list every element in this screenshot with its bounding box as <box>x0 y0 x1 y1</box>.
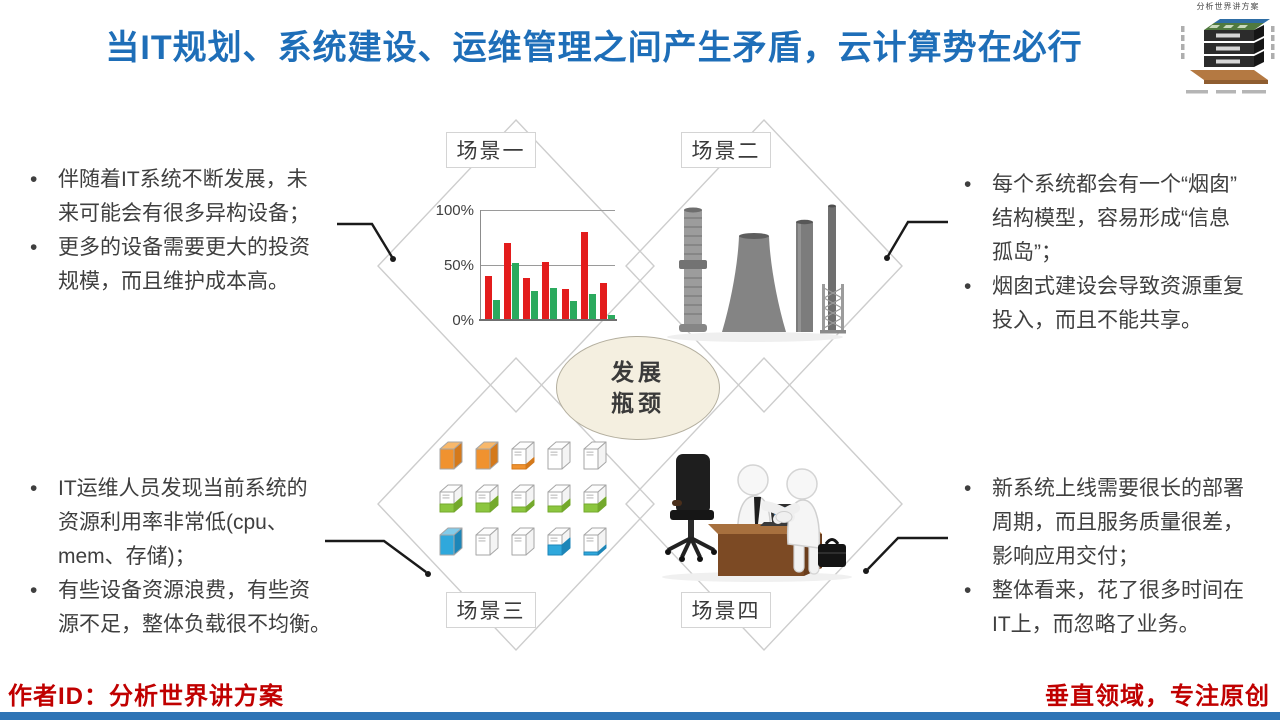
bar-group <box>580 232 596 320</box>
bar-red <box>561 289 569 320</box>
layered-cube-icon <box>1181 19 1275 94</box>
utilization-bar-chart: 100% 50% 0% <box>428 202 620 334</box>
bullet-dot: • <box>964 579 972 602</box>
bullet-item: • 有些设备资源浪费，有些资 源不足，整体负载很不均衡。 <box>22 574 362 642</box>
lattice-stack-icon <box>820 204 846 334</box>
chimneys-illustration <box>667 204 846 342</box>
server-icon <box>439 441 463 470</box>
bar-green <box>550 288 558 320</box>
brand-logo: 分析世界讲方案 <box>1178 2 1278 98</box>
server-icon <box>511 484 535 513</box>
server-grid <box>436 438 610 567</box>
bullet-item: • 整体看来，花了很多时间在 IT上，而忽略了业务。 <box>956 574 1278 642</box>
scene4-label: 场景四 <box>681 592 771 628</box>
server-row <box>436 481 610 515</box>
bar-red <box>523 278 531 320</box>
banded-chimney-icon <box>679 207 707 332</box>
chart-plot-area <box>479 210 617 321</box>
chart-baseline <box>479 319 617 321</box>
server-icon <box>475 527 499 556</box>
server-icon <box>439 484 463 513</box>
scene2-label: 场景二 <box>681 132 771 168</box>
bullet-dot: • <box>30 168 38 191</box>
bullet-text: 新系统上线需要很长的部署 周期，而且服务质量很差， 影响应用交付； <box>992 477 1244 568</box>
server-icon <box>439 527 463 556</box>
bar-group <box>485 276 500 320</box>
cylinder-chimney-icon <box>796 219 813 332</box>
bullet-dot: • <box>964 275 972 298</box>
bar-group <box>523 278 539 320</box>
bottom-accent-bar <box>0 712 1280 720</box>
bar-green <box>493 300 500 320</box>
scene3-label: 场景三 <box>446 592 536 628</box>
bar-red <box>504 243 512 320</box>
notes-top-left: • 伴随着IT系统不断发展，未 来可能会有很多异构设备； • 更多的设备需要更大的投资… <box>22 163 358 299</box>
notes-bottom-left: • IT运维人员发现当前系统的 资源利用率非常低(cpu、 mem、存储)； • 有些… <box>22 472 362 642</box>
author-id: 作者ID：分析世界讲方案 <box>8 683 284 710</box>
bullet-item: • 伴随着IT系统不断发展，未 来可能会有很多异构设备； <box>22 163 358 231</box>
server-icon <box>583 484 607 513</box>
ytick-50: 50% <box>443 257 474 274</box>
notes-bottom-right: • 新系统上线需要很长的部署 周期，而且服务质量很差， 影响应用交付； • 整体看来，… <box>956 472 1278 642</box>
bullet-text: 有些设备资源浪费，有些资 源不足，整体负载很不均衡。 <box>58 579 331 636</box>
bullet-text: 整体看来，花了很多时间在 IT上，而忽略了业务。 <box>992 579 1244 636</box>
server-icon <box>511 527 535 556</box>
bullet-item: • 更多的设备需要更大的投资 规模，而且维护成本高。 <box>22 231 358 299</box>
scene1-label: 场景一 <box>446 132 536 168</box>
server-icon <box>583 527 607 556</box>
bullet-text: 更多的设备需要更大的投资 规模，而且维护成本高。 <box>58 236 310 293</box>
bar-group <box>561 289 577 320</box>
bar-group <box>542 261 558 320</box>
server-icon <box>475 441 499 470</box>
bar-green <box>512 262 520 320</box>
slogan: 垂直领域，专注原创 <box>1045 683 1270 710</box>
office-chair-icon <box>665 454 717 562</box>
bullet-item: • 新系统上线需要很长的部署 周期，而且服务质量很差， 影响应用交付； <box>956 472 1278 574</box>
server-icon <box>475 484 499 513</box>
bullet-text: IT运维人员发现当前系统的 资源利用率非常低(cpu、 mem、存储)； <box>58 477 308 568</box>
server-icon <box>547 441 571 470</box>
bar-series <box>483 210 617 320</box>
server-icon <box>511 441 535 470</box>
server-row <box>436 438 610 472</box>
server-icon <box>547 527 571 556</box>
meeting-illustration <box>662 454 852 582</box>
bullet-item: • 烟囱式建设会导致资源重复 投入，而且不能共享。 <box>956 270 1278 338</box>
bullet-item: • IT运维人员发现当前系统的 资源利用率非常低(cpu、 mem、存储)； <box>22 472 362 574</box>
bullet-text: 每个系统都会有一个“烟囱” 结构模型，容易形成“信息 孤岛”； <box>992 173 1237 264</box>
ytick-100: 100% <box>435 202 474 219</box>
bar-red <box>485 276 492 320</box>
bar-green <box>531 291 539 320</box>
server-icon <box>583 441 607 470</box>
bar-green <box>588 293 596 320</box>
server-row <box>436 524 610 558</box>
bar-red <box>580 232 588 320</box>
server-icon <box>547 484 571 513</box>
bar-group <box>599 282 615 320</box>
bottleneck-ellipse: 发展 瓶颈 <box>556 336 720 440</box>
bar-red <box>599 282 607 320</box>
cooling-tower-icon <box>722 233 786 332</box>
bullet-dot: • <box>30 477 38 500</box>
brand-logo-caption: 分析世界讲方案 <box>1196 2 1260 11</box>
bullet-text: 烟囱式建设会导致资源重复 投入，而且不能共享。 <box>992 275 1244 332</box>
briefcase-icon <box>818 538 846 567</box>
ytick-0: 0% <box>452 312 474 329</box>
notes-top-right: • 每个系统都会有一个“烟囱” 结构模型，容易形成“信息 孤岛”； • 烟囱式建设会导… <box>956 168 1278 338</box>
bullet-dot: • <box>30 579 38 602</box>
bullet-dot: • <box>30 236 38 259</box>
bar-group <box>504 243 520 320</box>
bullet-text: 伴随着IT系统不断发展，未 来可能会有很多异构设备； <box>58 168 310 225</box>
bar-red <box>542 261 550 320</box>
bullet-item: • 每个系统都会有一个“烟囱” 结构模型，容易形成“信息 孤岛”； <box>956 168 1278 270</box>
page-title: 当IT规划、系统建设、运维管理之间产生矛盾，云计算势在必行 <box>105 29 1083 67</box>
bullet-dot: • <box>964 173 972 196</box>
bar-green <box>569 301 577 320</box>
bullet-dot: • <box>964 477 972 500</box>
